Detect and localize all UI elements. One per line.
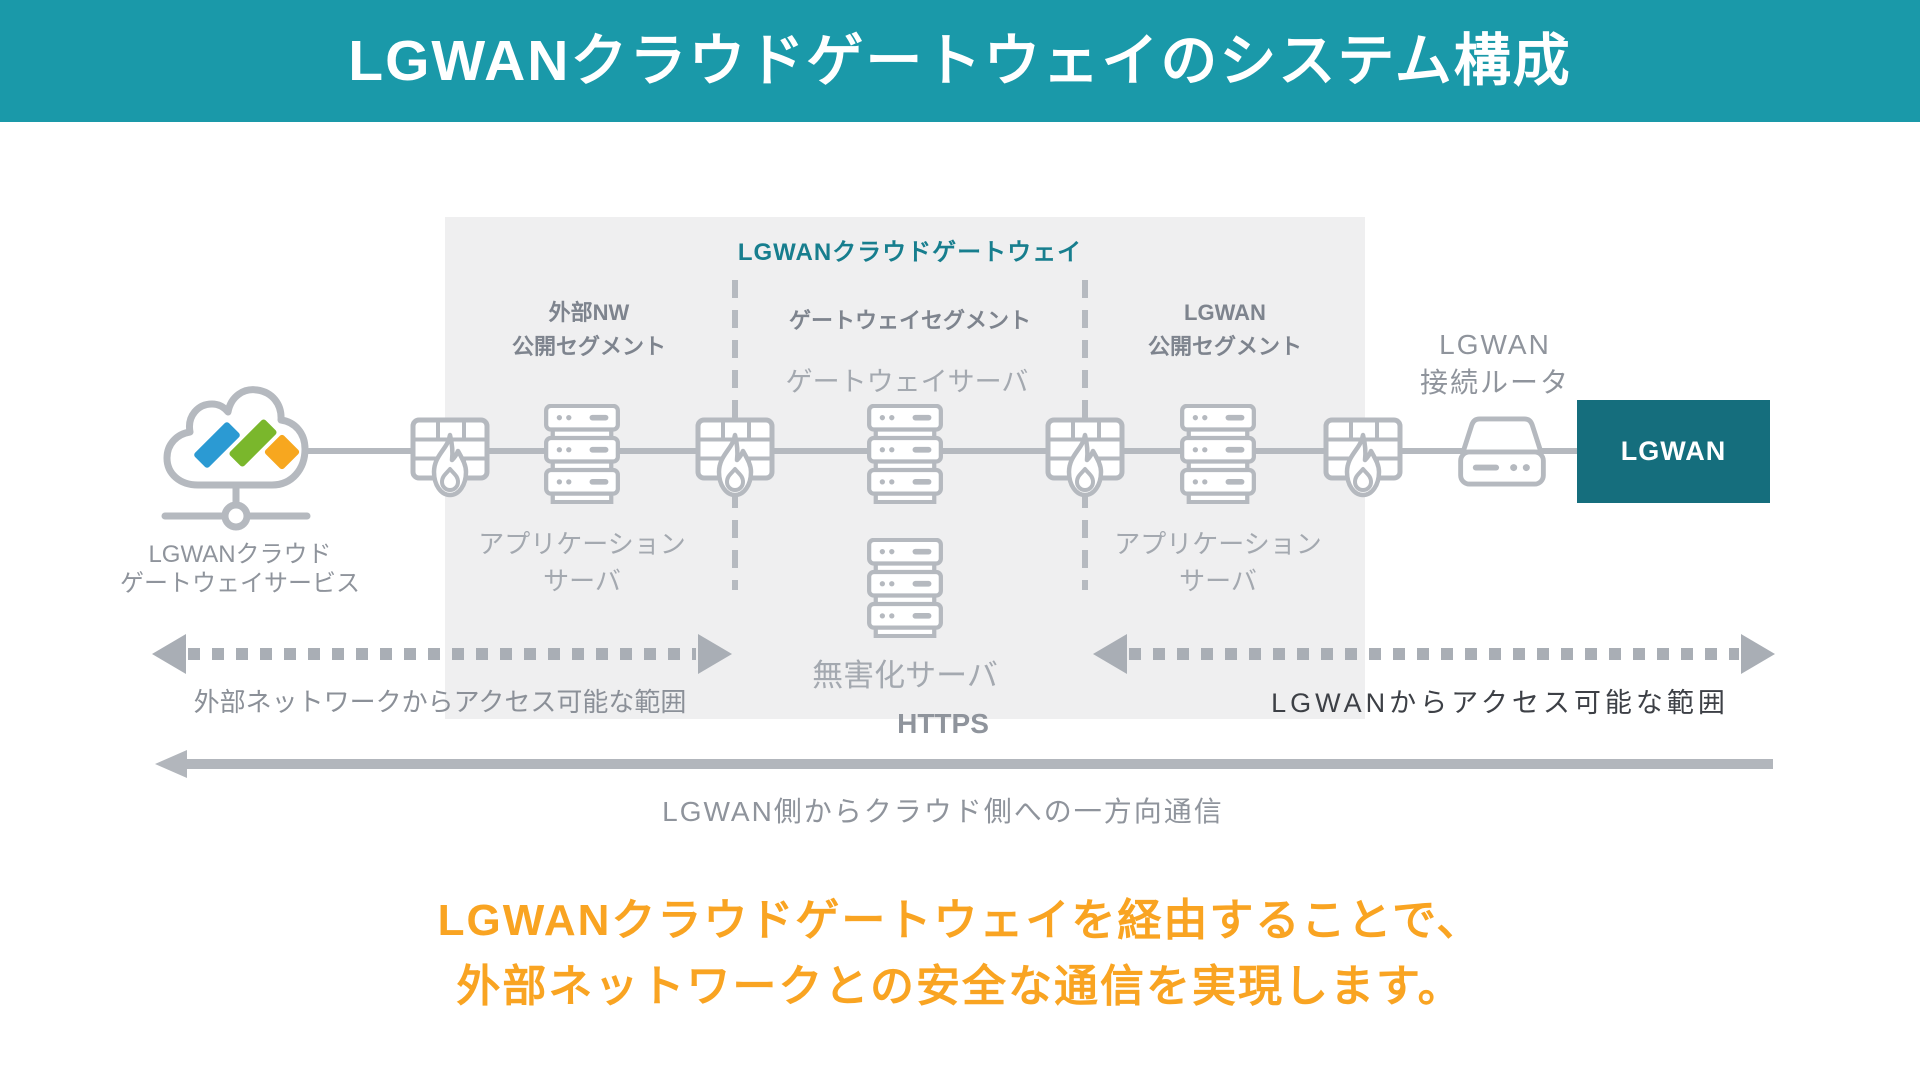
firewall-icon-2 (695, 417, 775, 498)
lgwan-box: LGWAN (1577, 400, 1770, 503)
logo-green-bar (229, 419, 277, 467)
external-range-arrow (152, 634, 732, 674)
arrowhead-left-icon (1093, 634, 1127, 674)
header-banner: LGWANクラウドゲートウェイのシステム構成 (0, 0, 1920, 122)
oneway-arrow (155, 750, 1773, 778)
cloud-icon (161, 386, 311, 531)
router-label: LGWAN 接続ルータ (1419, 329, 1570, 398)
firewall-icon-3 (1045, 417, 1125, 498)
gateway-box-title: LGWANクラウドゲートウェイ (737, 239, 1083, 266)
arrowhead-right-icon (1741, 634, 1775, 674)
server-stack-sanitize (867, 538, 943, 638)
router-icon (1458, 416, 1546, 487)
server-stack-app-right (1180, 404, 1256, 504)
logo-blue-bar (194, 422, 240, 468)
lgwan-range-label: LGWANからアクセス可能な範囲 (1271, 688, 1729, 718)
server-stack-app-left (544, 404, 620, 504)
app-server-label-right: アプリケーション サーバ (1114, 529, 1322, 596)
footer-message-line2: 外部ネットワークとの安全な通信を実現します。 (456, 962, 1464, 1011)
lgwan-box-label: LGWAN (1620, 436, 1727, 466)
arrowhead-right-icon (698, 634, 732, 674)
arrowhead-left-icon (152, 634, 186, 674)
https-label: HTTPS (897, 708, 989, 739)
app-server-label-left: アプリケーション サーバ (478, 529, 686, 596)
logo-orange-diamond (264, 434, 300, 470)
arrowhead-left-icon (155, 750, 187, 778)
firewall-icon-4 (1323, 417, 1403, 498)
segment-label-gateway: ゲートウェイセグメント (788, 308, 1031, 333)
sanitize-server-label: 無害化サーバ (812, 658, 998, 693)
gateway-server-label: ゲートウェイサーバ (785, 367, 1029, 397)
oneway-label: LGWAN側からクラウド側への一方向通信 (662, 796, 1224, 827)
lgwan-range-arrow (1093, 634, 1775, 674)
server-stack-gateway (867, 404, 943, 504)
external-range-label: 外部ネットワークからアクセス可能な範囲 (193, 687, 687, 717)
firewall-icon-1 (410, 417, 490, 498)
cloud-label: LGWANクラウド ゲートウェイサービス (120, 541, 360, 597)
footer-message-line1: LGWANクラウドゲートウェイを経由することで、 (437, 896, 1483, 945)
segment-label-lgwan: LGWAN 公開セグメント (1147, 300, 1302, 359)
segment-label-external-nw: 外部NW 公開セグメント (511, 300, 666, 359)
page-title: LGWANクラウドゲートウェイのシステム構成 (348, 29, 1572, 93)
